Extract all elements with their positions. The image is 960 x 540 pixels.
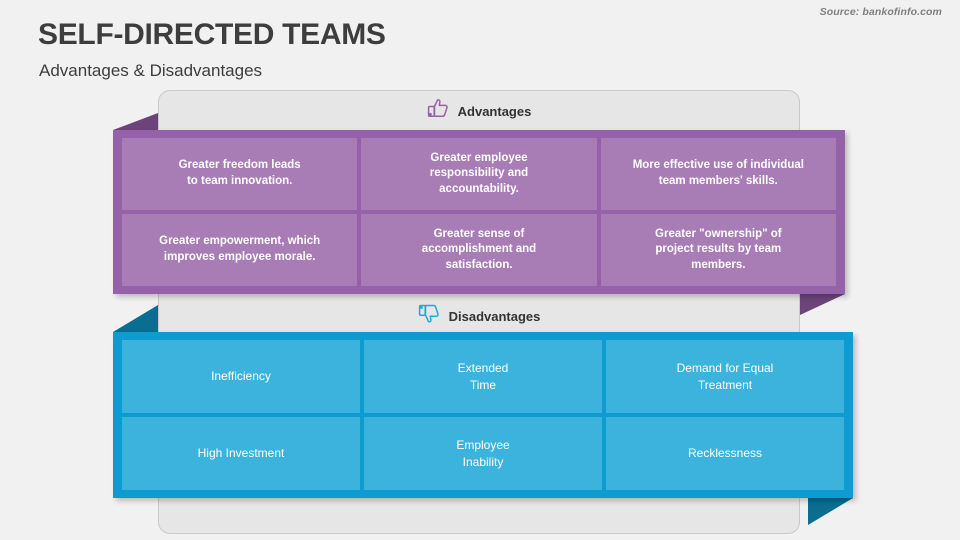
ribbon-fold-advantages-left: [113, 113, 158, 130]
thumbs-down-icon: [418, 303, 440, 329]
section-label-advantages: Advantages: [457, 103, 532, 119]
section-label-disadvantages: Disadvantages: [448, 308, 541, 324]
source-attribution: Source: bankofinfo.com: [819, 6, 942, 18]
ribbon-fold-advantages-right: [800, 294, 845, 315]
disadvantage-cell[interactable]: Recklessness: [606, 417, 844, 490]
ribbon-fold-disadvantages-left: [113, 305, 158, 332]
disadvantage-cell[interactable]: Inefficiency: [122, 340, 360, 413]
section-header-disadvantages: Disadvantages: [158, 299, 800, 333]
disadvantage-cell[interactable]: High Investment: [122, 417, 360, 490]
page-title: SELF-DIRECTED TEAMS: [38, 18, 386, 51]
ribbon-fold-disadvantages-right: [808, 498, 853, 525]
section-header-advantages: Advantages: [158, 94, 800, 128]
page-subtitle: Advantages & Disadvantages: [39, 61, 263, 80]
thumbs-up-icon: [427, 98, 449, 124]
